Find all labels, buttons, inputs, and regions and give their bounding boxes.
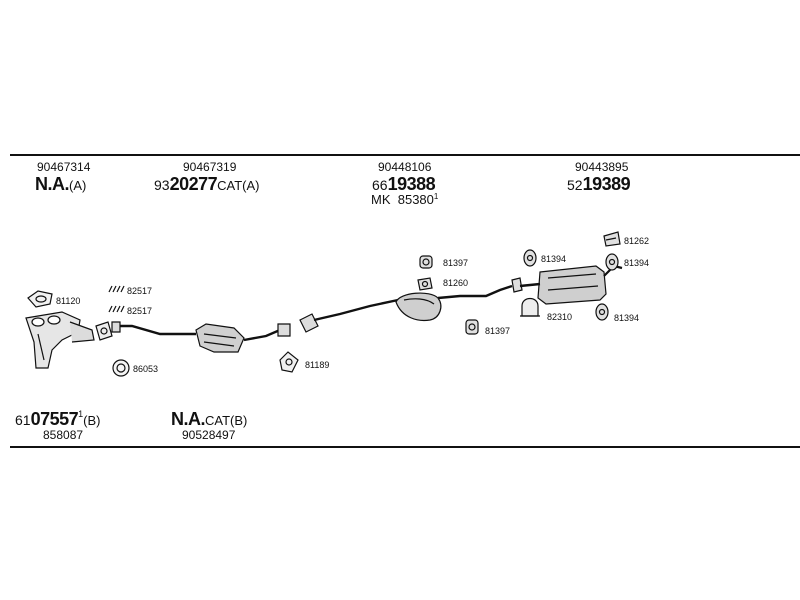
top-item-1-code-main: N.A. — [35, 174, 70, 194]
part-label-81262: 81262 — [624, 236, 650, 246]
hanger-81397-b-icon — [465, 319, 479, 335]
top-item-4-code-main: 19389 — [582, 174, 631, 194]
bottom-item-2-code-suffix: CAT(B) — [205, 413, 248, 428]
clamp-82517-icon — [108, 285, 125, 293]
bottom-item-1-code: 61075571(B) — [15, 409, 101, 430]
mk-label: MK — [371, 192, 391, 207]
part-label-86053: 86053 — [133, 364, 159, 374]
bracket-81262-icon — [603, 231, 621, 247]
part-label-82517-a: 82517 — [127, 286, 153, 296]
center-muffler-pipe-icon — [299, 277, 523, 333]
catalytic-converter-pipe-icon — [111, 321, 291, 353]
top-item-4-code: 5219389 — [567, 174, 631, 195]
top-item-1-number: 90467314 — [37, 160, 91, 174]
part-label-81394-c: 81394 — [614, 313, 640, 323]
part-label-81260: 81260 — [443, 278, 469, 288]
mk-sup: 1 — [433, 192, 439, 201]
bottom-item-2-number: 90528497 — [182, 428, 236, 442]
part-label-81394-a: 81394 — [541, 254, 567, 264]
bottom-item-1-code-main: 07557 — [30, 409, 79, 429]
top-item-2-code-suffix: CAT(A) — [217, 178, 260, 193]
bottom-item-2-code: N.A.CAT(B) — [171, 409, 247, 430]
top-item-4-number: 90443895 — [575, 160, 629, 174]
part-label-81189: 81189 — [305, 360, 330, 370]
bottom-rule — [10, 446, 800, 448]
hanger-81397-icon — [419, 255, 433, 269]
bottom-item-1-code-sup: 1 — [78, 409, 84, 419]
part-label-81120: 81120 — [56, 296, 81, 306]
mk-label-block: MK 853801 — [371, 192, 438, 207]
top-item-3-code: 6619388 — [372, 174, 436, 195]
top-item-1-code-suffix: (A) — [69, 178, 87, 193]
hanger-81394-c-icon — [595, 303, 609, 321]
bottom-item-1-number: 858087 — [43, 428, 84, 442]
exhaust-manifold-icon — [25, 311, 95, 369]
mk-number: 85380 — [397, 192, 434, 207]
clamp-82310-icon — [520, 297, 540, 317]
hanger-81394-b-icon — [605, 253, 619, 271]
top-item-2-code-main: 20277 — [169, 174, 218, 194]
top-item-1-code: N.A.(A) — [35, 174, 86, 195]
flange-gasket-icon — [95, 321, 113, 341]
rear-muffler-icon — [519, 264, 623, 305]
gasket-81189-icon — [279, 351, 299, 373]
gasket-81120-icon — [27, 290, 53, 308]
top-item-3-code-main: 19388 — [387, 174, 436, 194]
part-label-81397-a: 81397 — [443, 258, 469, 268]
bottom-item-1-code-prefix: 61 — [15, 412, 31, 428]
part-label-82517-b: 82517 — [127, 306, 153, 316]
part-label-81397-b: 81397 — [485, 326, 511, 336]
bottom-item-2-code-main: N.A. — [171, 409, 206, 429]
top-item-2-code-prefix: 93 — [154, 177, 170, 193]
hanger-81394-icon — [523, 249, 537, 267]
bottom-item-1-code-suffix: (B) — [83, 413, 101, 428]
top-item-3-number: 90448106 — [378, 160, 432, 174]
seal-ring-86053-icon — [112, 359, 130, 377]
part-label-82310: 82310 — [547, 312, 573, 322]
top-item-2-code: 9320277CAT(A) — [154, 174, 260, 195]
clamp-82517-b-icon — [108, 305, 125, 313]
top-rule — [10, 154, 800, 156]
hanger-81260-icon — [417, 277, 433, 291]
top-item-4-code-prefix: 52 — [567, 177, 583, 193]
top-item-2-number: 90467319 — [183, 160, 237, 174]
part-label-81394-b: 81394 — [624, 258, 650, 268]
top-item-3-code-prefix: 66 — [372, 177, 388, 193]
